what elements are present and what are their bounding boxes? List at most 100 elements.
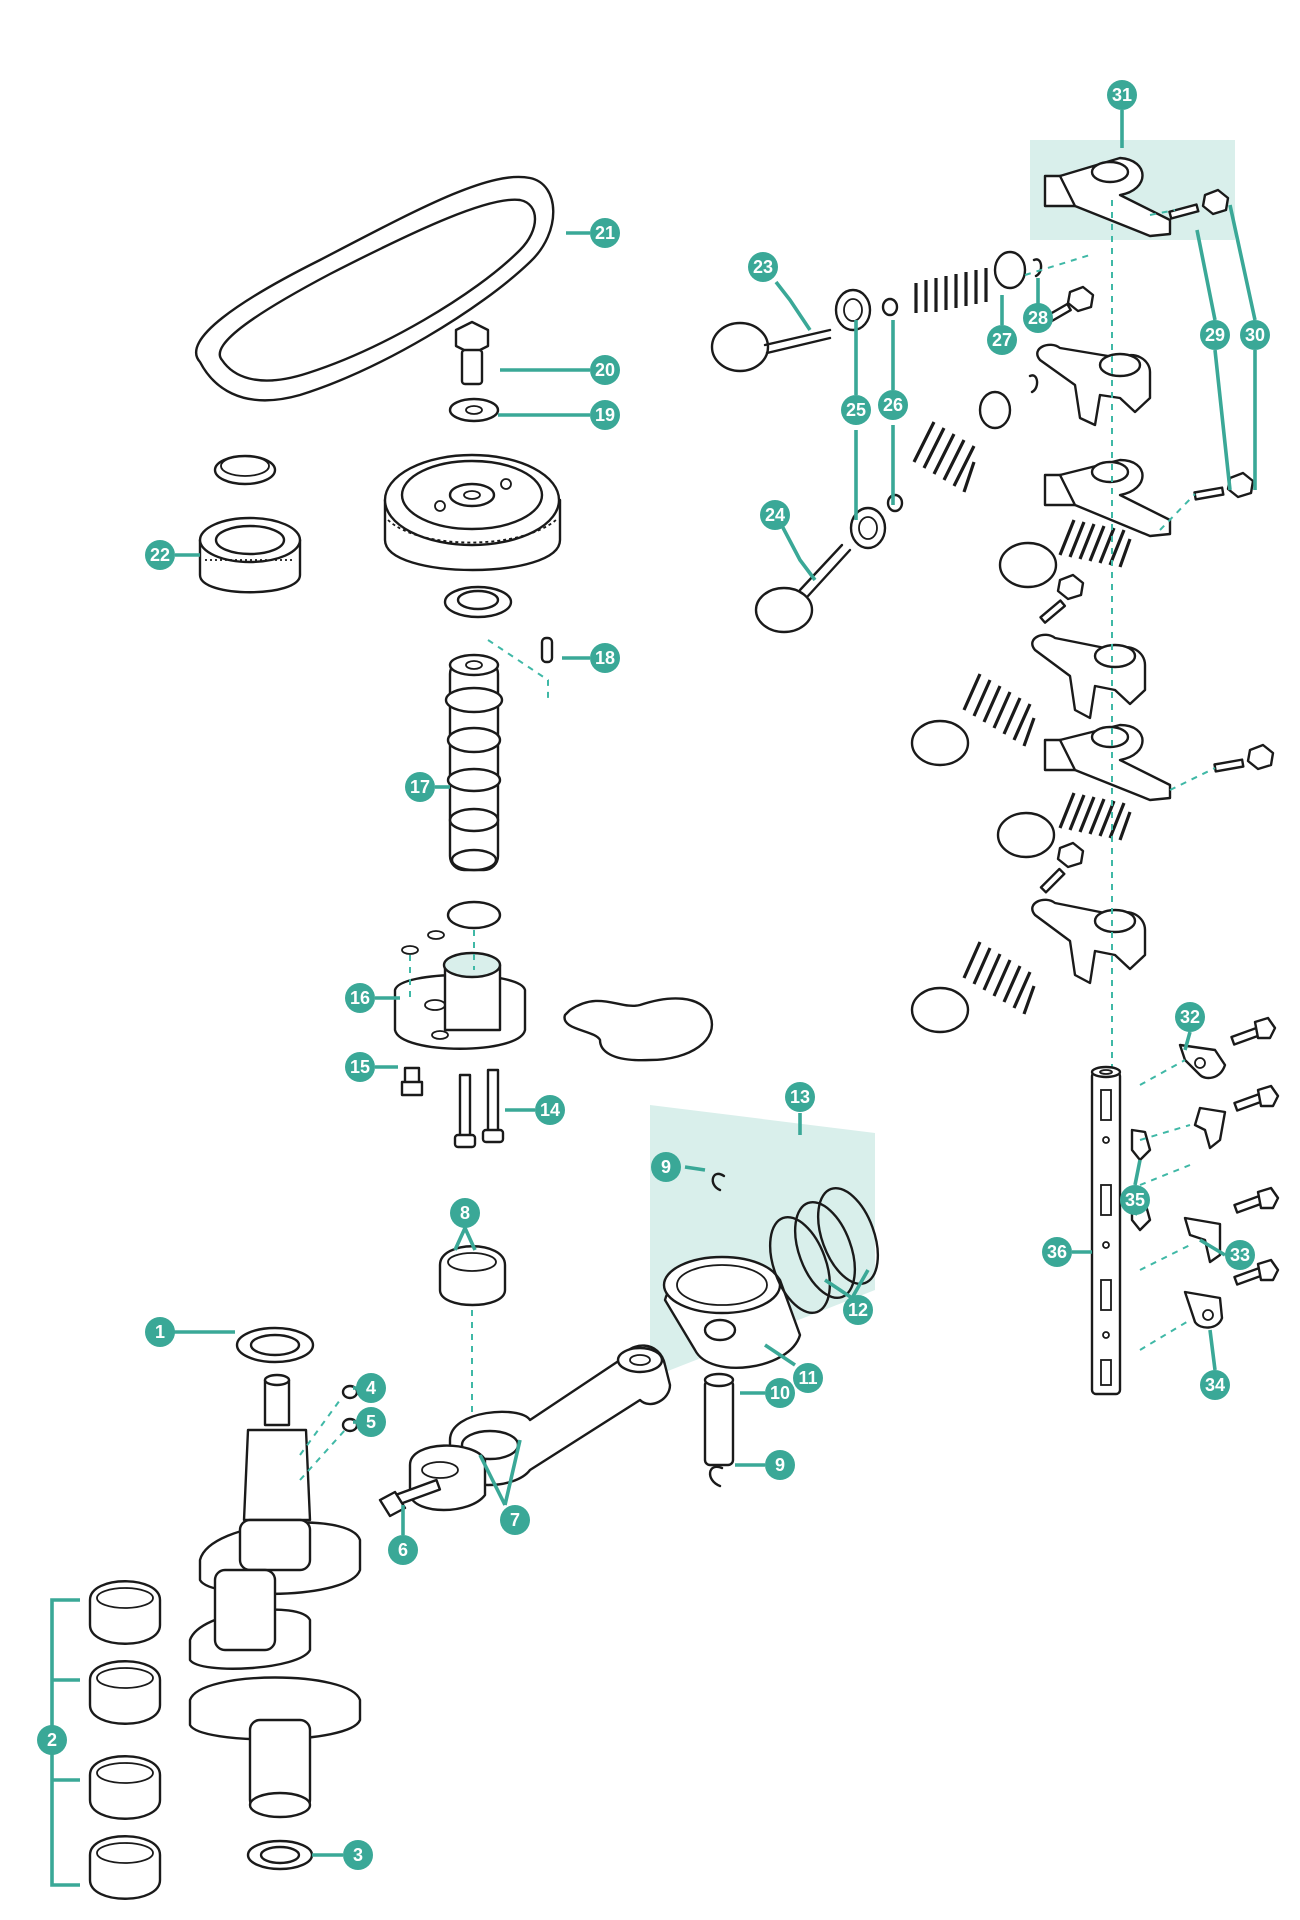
circlip-bottom: [708, 1465, 724, 1488]
callout-1: 1: [145, 1317, 175, 1347]
oil-pump-housing: [393, 900, 527, 1050]
callout-18-label: 18: [595, 648, 615, 668]
lock-nuts: [1056, 188, 1275, 869]
pin: [540, 636, 554, 664]
callout-25-label: 25: [846, 400, 866, 420]
shaft-bracket-32: [1178, 1043, 1227, 1080]
callout-35: 35: [1120, 1185, 1150, 1215]
callout-22: 22: [145, 540, 175, 570]
callout-4: 4: [356, 1373, 386, 1403]
callout-15: 15: [345, 1052, 375, 1082]
callout-9-bottom-label: 9: [775, 1455, 785, 1475]
callout-5: 5: [356, 1407, 386, 1437]
callout-2: 2: [37, 1725, 67, 1755]
callout-24-label: 24: [765, 505, 785, 525]
shaft-bracket-34: [1183, 1290, 1224, 1329]
callout-13: 13: [785, 1082, 815, 1112]
front-oil-seal: [235, 1326, 315, 1364]
rocker-arm-2: [1036, 343, 1152, 427]
callout-36: 36: [1042, 1237, 1072, 1267]
callout-16-label: 16: [350, 988, 370, 1008]
callout-7: 7: [500, 1505, 530, 1535]
callout-6: 6: [388, 1535, 418, 1565]
callout-27-label: 27: [992, 330, 1012, 350]
pump-bolts: [400, 1066, 505, 1149]
callout-30-label: 30: [1245, 325, 1265, 345]
rod-bearing: [438, 1245, 507, 1307]
connecting-rod: [408, 1344, 672, 1512]
camshaft-oil-seal: [443, 585, 513, 619]
valve-springs-top: [912, 268, 988, 493]
circlip-top: [711, 1172, 726, 1192]
callout-20-label: 20: [595, 360, 615, 380]
main-bearing-1: [88, 1580, 162, 1645]
callout-14-label: 14: [540, 1100, 560, 1120]
callout-28-label: 28: [1028, 308, 1048, 328]
exhaust-valve: [754, 543, 852, 634]
callout-24: 24: [760, 500, 790, 530]
callout-25: 25: [841, 395, 871, 425]
callout-31-label: 31: [1112, 85, 1132, 105]
bearing-sleeve: [198, 454, 302, 594]
callout-31: 31: [1107, 80, 1137, 110]
main-bearing-3: [88, 1755, 162, 1820]
shaft-bracket-33: [1183, 1216, 1222, 1264]
camshaft: [444, 653, 504, 872]
valve-keepers: [1028, 258, 1043, 394]
callout-9-bottom: 9: [765, 1450, 795, 1480]
callout-19-label: 19: [595, 405, 615, 425]
callout-33-label: 33: [1230, 1245, 1250, 1265]
callout-21: 21: [590, 218, 620, 248]
adjusting-screws: [1039, 203, 1245, 894]
callout-16: 16: [345, 983, 375, 1013]
bracket-bolt-32: [1230, 1016, 1277, 1046]
callout-32: 32: [1175, 1002, 1205, 1032]
timing-belt: [194, 175, 555, 402]
main-bearing-2: [88, 1660, 162, 1725]
callout-26: 26: [878, 390, 908, 420]
cam-pulley: [383, 453, 562, 572]
callout-26-label: 26: [883, 395, 903, 415]
callout-32-label: 32: [1180, 1007, 1200, 1027]
callout-19: 19: [590, 400, 620, 430]
rod-bolt: [378, 1478, 442, 1518]
callout-33: 33: [1225, 1240, 1255, 1270]
pulley-bolt: [454, 320, 490, 386]
pulley-washer: [448, 397, 500, 423]
spring-retainers: [978, 250, 1027, 430]
callout-18: 18: [590, 643, 620, 673]
callout-27: 27: [987, 325, 1017, 355]
callout-20: 20: [590, 355, 620, 385]
callout-22-label: 22: [150, 545, 170, 565]
callout-15-label: 15: [350, 1057, 370, 1077]
rocker-arm-1: [1043, 156, 1172, 238]
valve-seals: [834, 288, 904, 550]
rocker-arm-5: [1043, 723, 1172, 802]
callout-34: 34: [1200, 1370, 1230, 1400]
callout-8-label: 8: [460, 1203, 470, 1223]
callout-17-label: 17: [410, 777, 430, 797]
valve-assemblies-right: [910, 519, 1132, 1034]
rocker-arm-4: [1031, 633, 1147, 720]
callout-8: 8: [450, 1198, 480, 1228]
callout-4-label: 4: [366, 1378, 376, 1398]
pump-gasket: [563, 997, 713, 1062]
callout-9-top: 9: [651, 1152, 681, 1182]
callout-13-label: 13: [790, 1087, 810, 1107]
main-bearing-4: [88, 1835, 162, 1900]
callout-34-label: 34: [1205, 1375, 1225, 1395]
callout-23: 23: [748, 252, 778, 282]
rear-oil-seal: [246, 1839, 314, 1871]
callout-10-label: 10: [770, 1383, 790, 1403]
rocker-shaft: [1090, 1065, 1122, 1396]
callout-12-label: 12: [848, 1300, 868, 1320]
callout-28: 28: [1023, 303, 1053, 333]
callout-35-label: 35: [1125, 1190, 1145, 1210]
callout-17: 17: [405, 772, 435, 802]
callout-3-label: 3: [353, 1845, 363, 1865]
callout-7-label: 7: [510, 1510, 520, 1530]
bracket-bolt-34: [1233, 1258, 1280, 1286]
callout-3: 3: [343, 1840, 373, 1870]
intake-valve: [710, 321, 832, 373]
callout-30: 30: [1240, 320, 1270, 350]
